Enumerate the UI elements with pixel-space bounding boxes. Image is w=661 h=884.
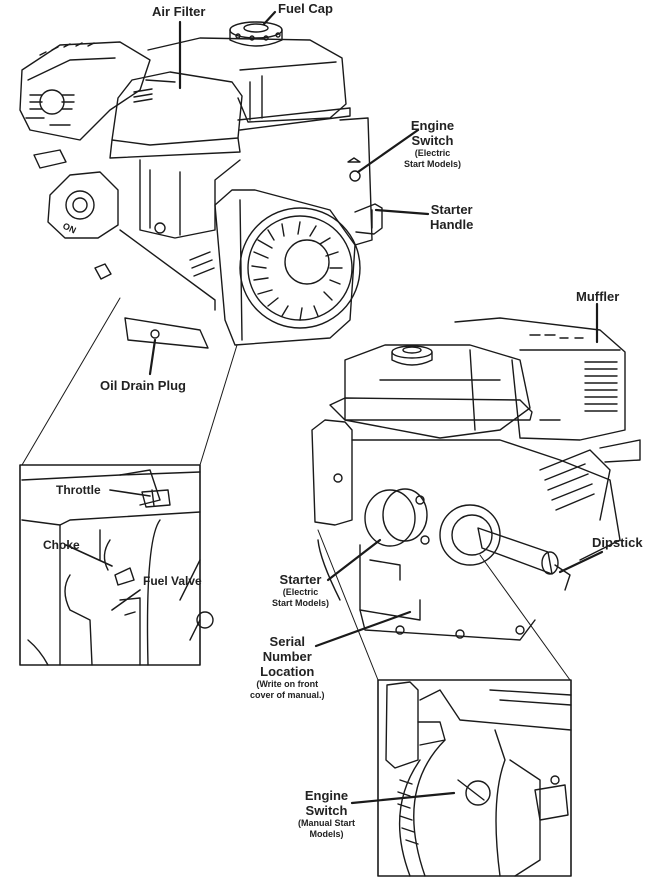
muffler-part bbox=[454, 317, 626, 441]
label-line: Number bbox=[262, 649, 312, 664]
engine-block-rear bbox=[351, 439, 641, 621]
label-engine-switch-electric: Engine Switch (Electric Start Models) bbox=[404, 118, 461, 170]
label-starter: Starter (Electric Start Models) bbox=[272, 572, 329, 609]
oil-drain-leader bbox=[148, 338, 157, 376]
label-line: Engine bbox=[410, 118, 455, 133]
air-filter-housing bbox=[109, 71, 243, 159]
label-fuel-cap: Fuel Cap bbox=[278, 1, 333, 16]
label-dipstick: Dipstick bbox=[592, 535, 643, 550]
controls-inset bbox=[19, 464, 214, 666]
label-subtext: (Electric bbox=[414, 148, 451, 158]
fuel-tank-rear bbox=[329, 344, 533, 439]
label-line: Engine bbox=[304, 788, 349, 803]
label-subtext: (Write on front bbox=[256, 679, 319, 689]
label-air-filter: Air Filter bbox=[152, 4, 206, 19]
starter-handle-part bbox=[354, 203, 383, 235]
label-subtext: cover of manual.) bbox=[250, 690, 325, 700]
leader-lines-rear bbox=[314, 302, 604, 805]
inset-connector-lines-2 bbox=[317, 529, 571, 681]
fuel-cap-part bbox=[229, 21, 283, 47]
fuel-cap-leader bbox=[262, 10, 277, 26]
air-filter-rear bbox=[311, 419, 353, 601]
engine-base-top bbox=[124, 317, 209, 349]
label-throttle: Throttle bbox=[56, 483, 101, 497]
engine-switch-knob bbox=[465, 780, 491, 806]
carburetor-left: ON bbox=[33, 149, 119, 280]
label-subtext: (Manual Start bbox=[298, 818, 356, 828]
label-line: Serial bbox=[269, 634, 305, 649]
recoil-starter-housing bbox=[214, 189, 361, 346]
label-serial-number-location: Serial Number Location (Write on front c… bbox=[250, 634, 325, 701]
muffler-shield-left bbox=[19, 41, 151, 141]
engine-rear-view bbox=[311, 317, 641, 641]
label-fuel-valve: Fuel Valve bbox=[143, 574, 202, 588]
recoil-handle-inset bbox=[385, 681, 419, 769]
label-subtext: Models) bbox=[309, 829, 344, 839]
engine-block-top bbox=[119, 159, 241, 311]
side-panel bbox=[339, 117, 373, 246]
manual-switch-inset bbox=[377, 679, 572, 877]
label-engine-switch-manual: Engine Switch (Manual Start Models) bbox=[298, 788, 355, 840]
label-line: Location bbox=[260, 664, 315, 679]
label-oil-drain-plug: Oil Drain Plug bbox=[100, 378, 186, 393]
electric-starter-motor bbox=[364, 489, 416, 547]
serial-number-leader bbox=[314, 610, 412, 648]
engine-base-rear bbox=[359, 609, 536, 641]
engine-top-view: ON bbox=[19, 21, 383, 349]
label-line: Starter bbox=[279, 572, 322, 587]
label-choke: Choke bbox=[43, 538, 80, 552]
label-line: Switch bbox=[411, 133, 454, 148]
label-line: Switch bbox=[305, 803, 348, 818]
label-line: Handle bbox=[430, 217, 474, 232]
starter-handle-leader bbox=[374, 208, 430, 216]
fuel-cap-rear bbox=[391, 345, 433, 366]
label-muffler: Muffler bbox=[576, 289, 620, 304]
label-subtext: Start Models) bbox=[404, 159, 462, 169]
label-line: Starter bbox=[430, 202, 473, 217]
engine-switch-leader bbox=[356, 128, 420, 174]
control-lever-rear bbox=[599, 439, 641, 463]
svg-text:ON: ON bbox=[61, 221, 77, 236]
choke-leader bbox=[65, 544, 113, 567]
leader-lines-top bbox=[65, 10, 430, 611]
label-starter-handle: Starter Handle bbox=[430, 202, 473, 232]
inset-connector-lines-1 bbox=[21, 297, 238, 466]
dipstick-leader bbox=[558, 550, 604, 574]
label-subtext: (Electric bbox=[282, 587, 319, 597]
starter-leader bbox=[326, 538, 382, 582]
label-subtext: Start Models) bbox=[272, 598, 330, 608]
fuel-tank-top bbox=[147, 37, 351, 131]
throttle-leader bbox=[109, 489, 151, 497]
